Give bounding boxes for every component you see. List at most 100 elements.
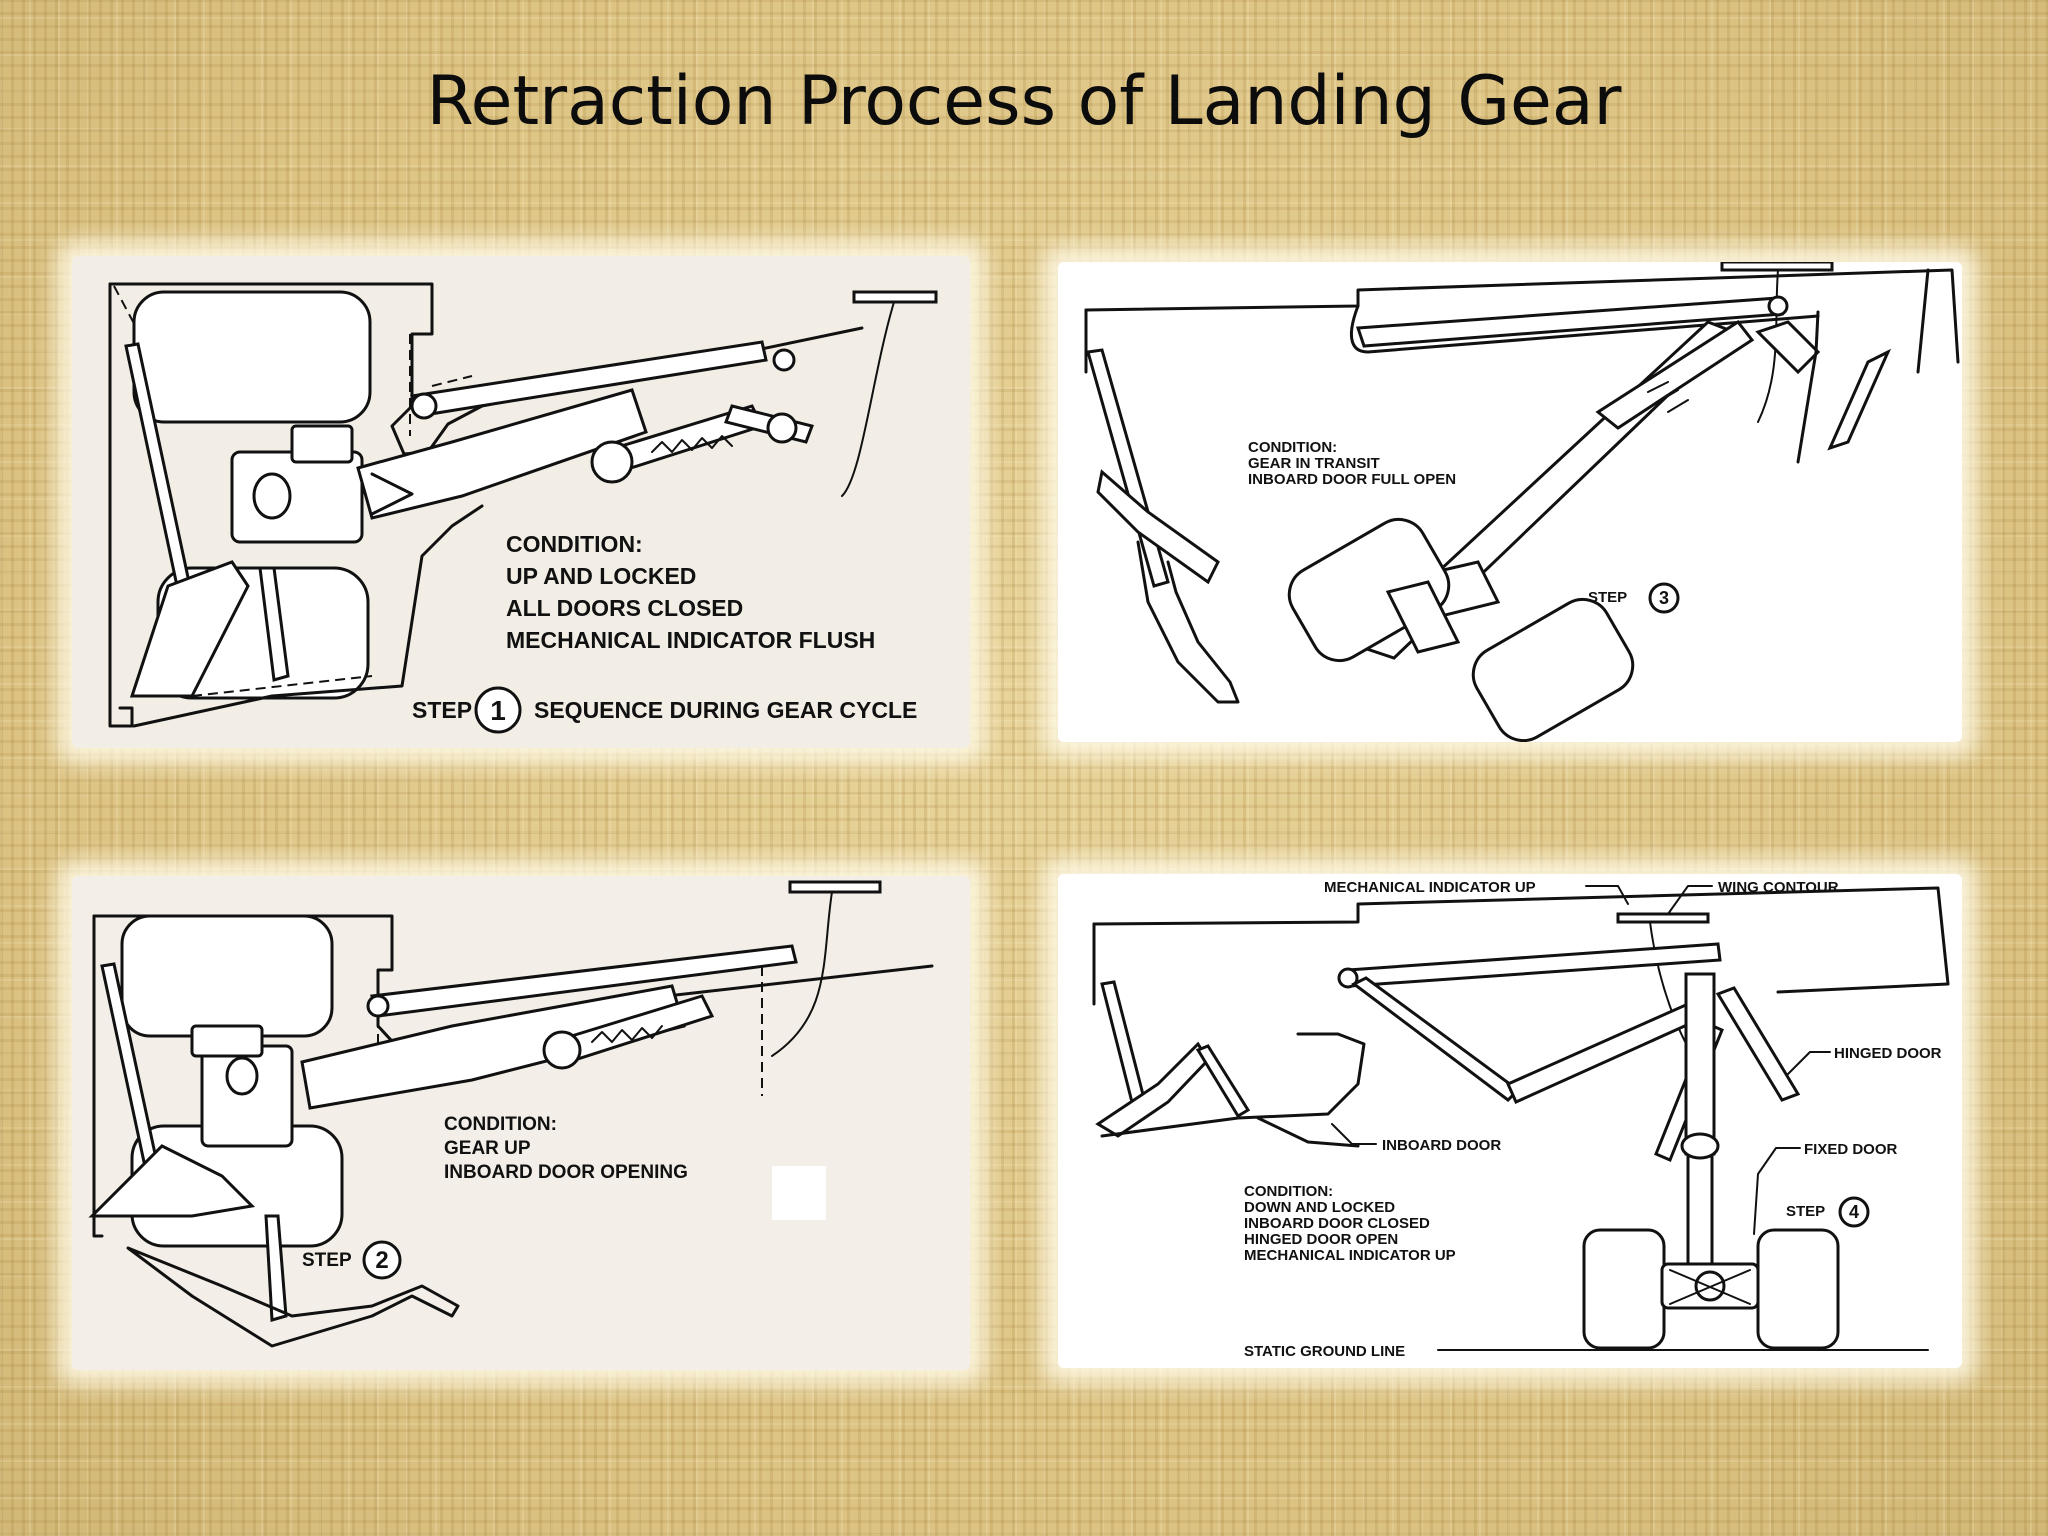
hinged-door [1827,348,1892,451]
hinged-door-edge [1796,310,1820,464]
upper-link [1755,320,1821,375]
condition-line-3: INBOARD DOOR OPENING [444,1162,688,1183]
aft-wheel [1471,597,1635,742]
actuator-spring [591,1025,663,1043]
step-3-drawing: CONDITION: GEAR IN TRANSIT INBOARD DOOR … [1084,262,1960,742]
side-brace [1351,976,1521,1102]
brake-housing [190,1024,264,1058]
left-wheel [1582,1228,1666,1350]
mechanical-indicator [1720,262,1834,272]
step-2-drawing: CONDITION: GEAR UP INBOARD DOOR OPENING … [88,880,934,1348]
callout-leader-wing [1667,885,1713,915]
callout-leader-inboard [1331,1123,1377,1145]
condition-line-1: CONDITION: [444,1114,557,1135]
oleo-joint [1680,1132,1720,1160]
door-bracket [1095,1041,1210,1138]
inboard-door [1256,1116,1360,1148]
condition-line-1: CONDITION: [1248,439,1337,456]
mechanical-indicator [852,290,938,304]
door-actuator [258,566,290,682]
door-bracket [129,560,250,698]
condition-line-1: CONDITION: [506,531,643,557]
oleo-upper [1684,972,1716,1156]
callout-fixed-door: FIXED DOOR [1804,1141,1898,1158]
inboard-door [132,504,484,728]
drag-brace-pivot [366,994,390,1018]
wing-outline [1092,886,1950,994]
upper-tire [132,290,372,424]
callout-static-ground-line: STATIC GROUND LINE [1244,1343,1405,1360]
condition-line-4: MECHANICAL INDICATOR FLUSH [506,627,875,653]
step-4-drawing: MECHANICAL INDICATOR UP WING CONTOUR HIN… [1092,879,1950,1360]
drag-brace-pivot [1337,967,1359,989]
step-label: STEP [302,1250,352,1271]
indicator-cable [841,301,895,497]
step-number-circle [362,1240,402,1280]
actuator-spring [651,435,733,453]
inboard-door-outline [1100,1032,1366,1138]
upper-tire [120,914,334,1038]
condition-line-2: UP AND LOCKED [506,563,696,589]
wing-right-edge [1916,268,1930,374]
diagram-step-2: CONDITION: GEAR UP INBOARD DOOR OPENING … [72,876,970,1370]
forward-wheel [1287,517,1451,663]
truck-beam [230,450,364,544]
callout-wing-contour: WING CONTOUR [1718,879,1839,896]
condition-line-2: GEAR IN TRANSIT [1248,455,1380,472]
condition-line-2: DOWN AND LOCKED [1244,1199,1395,1216]
condition-line-3: ALL DOORS CLOSED [506,595,743,621]
well-top-line [1349,304,1820,354]
drag-brace [1346,942,1722,988]
callout-hinged-door: HINGED DOOR [1834,1045,1942,1062]
blank-patch [772,1166,826,1220]
inboard-door [126,1246,460,1348]
step-1-drawing: CONDITION: UP AND LOCKED ALL DOORS CLOSE… [108,282,938,734]
strut-brace [370,472,414,516]
side-strut [1086,348,1170,588]
diagram-step-1: CONDITION: UP AND LOCKED ALL DOORS CLOSE… [72,256,970,748]
inboard-door [1136,540,1240,704]
diagram-step-3: CONDITION: GEAR IN TRANSIT INBOARD DOOR … [1058,262,1962,742]
callout-leader-hinged [1787,1051,1831,1075]
oleo-lower [1686,1152,1714,1286]
mechanical-indicator [1616,912,1710,924]
truck-brace [1669,1269,1751,1305]
step-number: 3 [1659,588,1669,608]
axle-hub [252,472,292,520]
main-strut [356,388,648,520]
step-label: STEP [1588,589,1627,606]
condition-line-2: GEAR UP [444,1138,531,1159]
link-pivot [766,412,798,444]
right-wheel [1756,1228,1840,1350]
door-hidden-line [191,675,373,697]
axle-bracket [1385,580,1461,654]
callout-inboard-door: INBOARD DOOR [1382,1137,1501,1154]
indicator-cable [771,891,833,1057]
wing-outline [1084,268,1960,364]
condition-line-1: CONDITION: [1244,1183,1333,1200]
hinged-door [1715,986,1801,1102]
step-number-circle [1838,1196,1870,1228]
diagram-step-4: MECHANICAL INDICATOR UP WING CONTOUR HIN… [1058,874,1962,1368]
step-label: STEP [412,697,472,723]
slide-title: Retraction Process of Landing Gear [426,62,1622,141]
condition-line-4: HINGED DOOR OPEN [1244,1231,1398,1248]
step-number: 4 [1849,1202,1859,1222]
drag-brace-pivot [410,392,438,420]
actuator-end [542,1030,582,1070]
wheel-well-left-wall [92,914,104,1238]
condition-line-3: INBOARD DOOR CLOSED [1244,1215,1430,1232]
door-bracket [88,1144,256,1218]
wheel-well-left-wall [108,282,134,728]
callout-leader-fixed [1753,1147,1801,1235]
condition-line-5: MECHANICAL INDICATOR UP [1244,1247,1456,1264]
actuator-spring [1647,381,1689,413]
callout-mechanical-indicator-up: MECHANICAL INDICATOR UP [1324,879,1536,896]
upper-pivot [772,348,796,372]
step-number-circle [1648,582,1680,614]
step-number: 2 [375,1247,388,1274]
drag-brace-pivot [1767,295,1789,317]
door-actuator [264,1214,288,1322]
callout-leader-indicator [1585,885,1629,905]
condition-line-3: INBOARD DOOR FULL OPEN [1248,471,1456,488]
